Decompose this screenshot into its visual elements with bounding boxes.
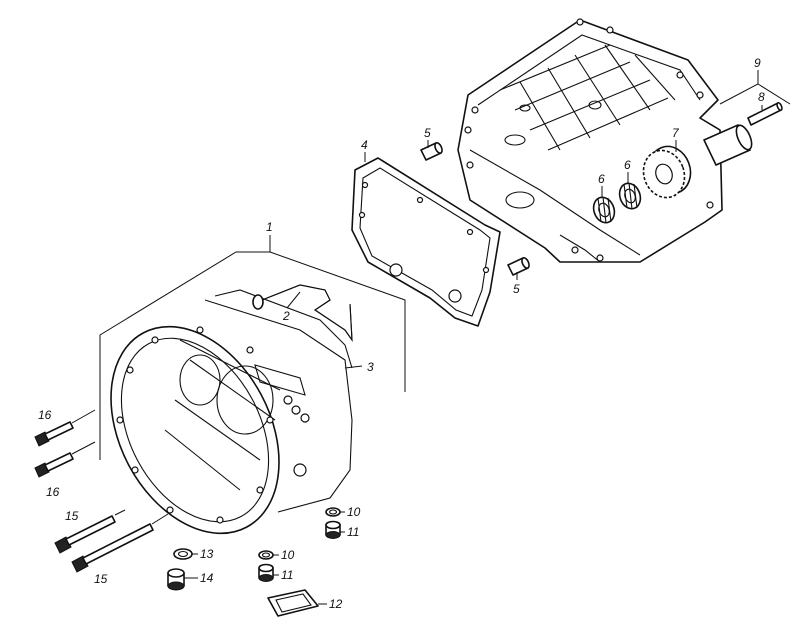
dowel-pin-upper	[420, 142, 443, 161]
seal-washer-10-lower	[258, 550, 274, 560]
bolt-15-upper	[54, 515, 116, 554]
dowel-pin-lower	[507, 257, 530, 276]
callout-9: 9	[754, 56, 761, 70]
callout-2: 2	[282, 309, 290, 323]
callout-6-left: 6	[598, 172, 605, 186]
callout-8: 8	[758, 90, 765, 104]
drain-plug-11-lower	[258, 563, 274, 582]
drain-plug-11-upper	[325, 520, 341, 539]
cover-gasket-12	[267, 589, 319, 617]
bolt-15-lower	[71, 523, 154, 573]
callout-4: 4	[361, 138, 368, 152]
callout-5-lower: 5	[513, 282, 520, 296]
clutch-housing	[110, 289, 353, 535]
callout-10-upper: 10	[347, 505, 361, 519]
callout-16-upper: 16	[38, 408, 52, 422]
shaft-sleeve	[703, 124, 753, 166]
callout-11-upper: 11	[347, 525, 359, 539]
callout-15-lower: 15	[94, 572, 108, 586]
bolt-16-lower	[34, 452, 74, 478]
bolt-16-upper	[34, 421, 74, 447]
needle-bearing-2	[618, 182, 642, 210]
callout-labels: 1 2 3 4 5 5 6 6 7 8 9 10 10 11 11 12 13 …	[38, 56, 765, 611]
callout-15-upper: 15	[65, 509, 79, 523]
needle-bearing-1	[592, 196, 616, 224]
callout-16-lower: 16	[46, 485, 60, 499]
callout-12: 12	[329, 597, 343, 611]
breather-tube	[252, 284, 353, 342]
callout-6-right: 6	[624, 158, 631, 172]
callout-7: 7	[672, 126, 680, 140]
leader-lines	[71, 70, 791, 605]
callout-10-lower: 10	[281, 548, 295, 562]
callout-14: 14	[200, 571, 214, 585]
callout-13: 13	[200, 547, 214, 561]
plug-14	[167, 568, 185, 591]
callout-11-lower: 11	[281, 568, 293, 582]
shaft-pin	[747, 101, 783, 126]
housing-gasket	[351, 157, 501, 327]
callout-1: 1	[266, 220, 273, 234]
seal-washer-10-upper	[325, 507, 341, 517]
gearbox-housing	[457, 18, 723, 263]
seal-washer-13	[173, 548, 193, 560]
callout-3: 3	[367, 360, 374, 374]
gear-wheel	[642, 145, 692, 199]
callout-5-upper: 5	[424, 126, 431, 140]
